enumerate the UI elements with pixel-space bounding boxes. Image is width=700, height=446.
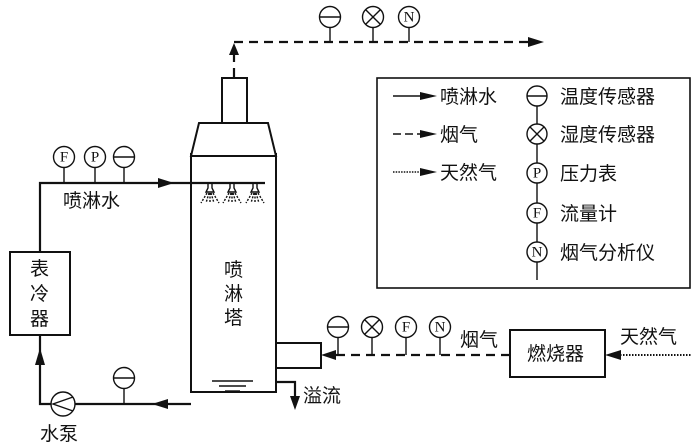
temperature-sensor-icon bbox=[526, 85, 548, 107]
sensor-letter: N bbox=[532, 245, 543, 261]
tower-hood bbox=[189, 122, 278, 157]
natural-gas-label: 天然气 bbox=[620, 326, 677, 348]
legend-symbol-label: 烟气分析仪 bbox=[560, 242, 655, 264]
nozzle-icon bbox=[245, 183, 265, 204]
legend-arrow-solid-icon bbox=[420, 92, 437, 100]
cooler-label-3: 器 bbox=[30, 308, 49, 330]
sensor-letter: N bbox=[404, 10, 415, 26]
flow-meter-icon: F bbox=[394, 315, 418, 339]
temperature-sensor-icon bbox=[326, 315, 350, 339]
pressure-gauge-icon: P bbox=[526, 162, 548, 184]
humidity-sensor-icon bbox=[360, 315, 384, 339]
temperature-sensor-icon bbox=[112, 145, 136, 169]
nozzle-icon bbox=[200, 183, 220, 204]
arrow-up-icon bbox=[35, 348, 45, 365]
pressure-gauge-icon: P bbox=[83, 145, 107, 169]
flow-meter-icon: F bbox=[52, 145, 76, 169]
legend-symbol-label: 湿度传感器 bbox=[560, 124, 655, 146]
humidity-sensor-icon bbox=[361, 5, 385, 29]
sensor-letter: N bbox=[435, 320, 446, 336]
tower-label-3: 塔 bbox=[224, 307, 243, 329]
sensor-letter: P bbox=[533, 166, 541, 182]
overflow-label: 溢流 bbox=[303, 385, 341, 407]
burner: 燃烧器 bbox=[509, 329, 606, 378]
tower-label-1: 喷 bbox=[224, 259, 243, 281]
sensor-letter: P bbox=[91, 150, 99, 166]
return-water-line: 水泵 bbox=[35, 336, 191, 445]
spray-water-line: 喷淋水 bbox=[38, 178, 265, 252]
burner-label: 燃烧器 bbox=[527, 343, 584, 365]
flue-gas-inlet: 烟气 bbox=[275, 329, 510, 369]
temperature-sensor-icon bbox=[112, 366, 136, 390]
flue-gas-analyzer-icon: N bbox=[526, 241, 548, 263]
surface-cooler: 表 冷 器 bbox=[9, 251, 71, 336]
legend-item-flue-gas: 烟气 bbox=[393, 124, 478, 146]
legend-symbol-label: 压力表 bbox=[560, 163, 617, 185]
legend-line-label: 喷淋水 bbox=[440, 86, 497, 108]
spray-tower: 喷 淋 塔 bbox=[189, 77, 278, 393]
sensor-letter: F bbox=[60, 150, 68, 166]
tower-chimney bbox=[221, 77, 248, 124]
arrow-right-icon bbox=[158, 178, 174, 188]
sensor-letter: F bbox=[533, 206, 541, 222]
arrow-down-icon bbox=[290, 396, 300, 410]
spray-nozzles bbox=[200, 183, 265, 204]
arrow-left-icon bbox=[321, 350, 336, 360]
sensor-letter: F bbox=[402, 320, 410, 336]
arrow-left-icon bbox=[152, 399, 168, 409]
legend-line-label: 天然气 bbox=[440, 162, 497, 184]
sensor-group-exhaust-line: N bbox=[318, 5, 421, 42]
flue-gas-analyzer-icon: N bbox=[397, 5, 421, 29]
arrow-right-icon bbox=[528, 37, 544, 47]
tower-label-2: 淋 bbox=[224, 283, 243, 305]
pump-label: 水泵 bbox=[40, 423, 78, 445]
overflow: 溢流 bbox=[277, 380, 341, 410]
flue-gas-analyzer-icon: N bbox=[428, 315, 452, 339]
flow-meter-icon: F bbox=[526, 202, 548, 224]
legend-symbol-label: 流量计 bbox=[560, 203, 617, 225]
humidity-sensor-icon bbox=[526, 123, 548, 145]
cooler-label-1: 表 bbox=[30, 258, 49, 280]
arrow-left-icon bbox=[605, 350, 621, 360]
legend-line-label: 烟气 bbox=[440, 124, 478, 146]
sensor-group-return-line bbox=[112, 366, 136, 404]
cooler-label-2: 冷 bbox=[30, 283, 49, 305]
legend-arrow-dashed-icon bbox=[420, 130, 437, 138]
legend-item-natural-gas: 天然气 bbox=[393, 162, 497, 184]
water-level-icon bbox=[212, 380, 253, 392]
spray-water-label: 喷淋水 bbox=[63, 190, 120, 212]
natural-gas-line: 天然气 bbox=[605, 326, 692, 360]
legend-symbol-label: 温度传感器 bbox=[560, 86, 655, 108]
nozzle-icon bbox=[222, 183, 242, 204]
water-pump bbox=[50, 391, 76, 417]
temperature-sensor-icon bbox=[318, 5, 342, 29]
legend: 喷淋水 烟气 天然气 P F N 温度传感器 湿度传感器 压力表 流量计 烟气分析仪 bbox=[376, 77, 691, 289]
flue-gas-label: 烟气 bbox=[460, 329, 498, 351]
exhaust-flue-line bbox=[229, 37, 544, 77]
legend-arrow-dotted-icon bbox=[420, 168, 437, 176]
legend-item-spray-water: 喷淋水 bbox=[393, 86, 497, 108]
arrow-up-icon bbox=[229, 43, 239, 55]
inlet-duct bbox=[275, 342, 322, 369]
